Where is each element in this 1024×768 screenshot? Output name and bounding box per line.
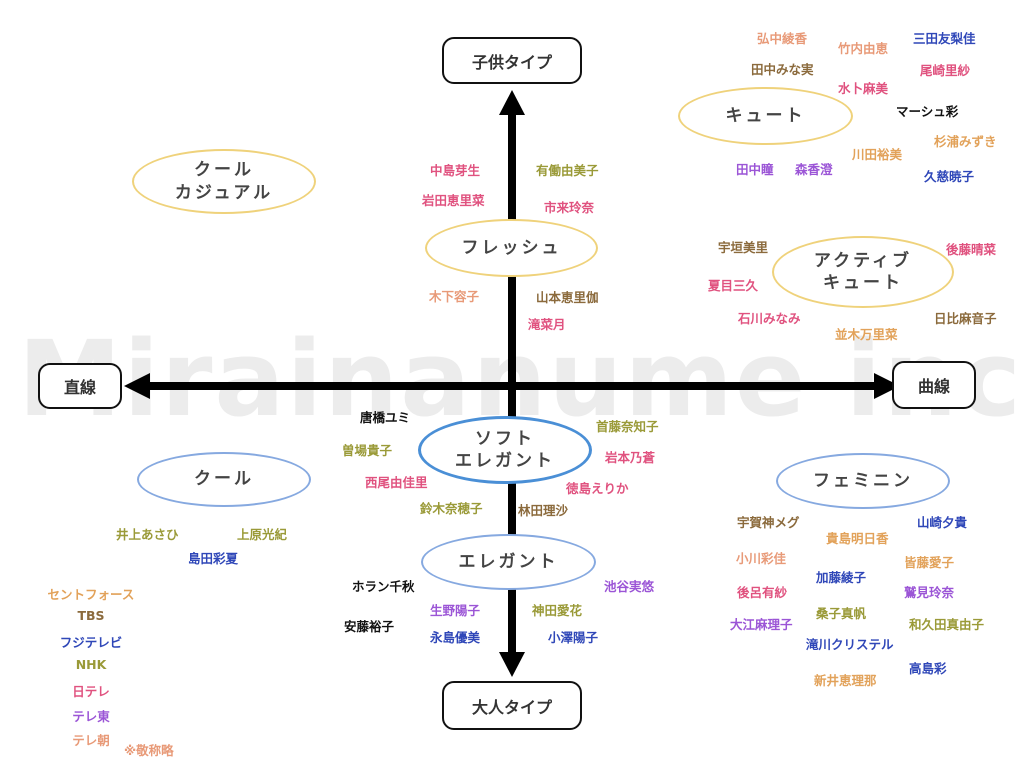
name-hayashida: 林田理沙 xyxy=(518,503,569,518)
type-cool-label: クール xyxy=(194,469,254,490)
name-arika: 有働由美子 xyxy=(536,163,599,178)
legend-nhk: NHK xyxy=(75,657,107,672)
type-elegant: エレガント xyxy=(421,534,596,590)
name-kinoshita: 木下容子 xyxy=(429,289,480,304)
axis-label-bottom: 大人タイプ xyxy=(442,681,582,730)
name-horan: ホラン千秋 xyxy=(352,579,415,594)
type-cool-casual: クール カジュアル xyxy=(132,149,316,214)
name-shono: 生野陽子 xyxy=(430,603,481,618)
name-uga: 宇賀神メグ xyxy=(737,515,800,530)
type-fresh: フレッシュ xyxy=(425,219,598,277)
type-elegant-label: エレガント xyxy=(458,551,559,572)
name-washimi: 鷲見玲奈 xyxy=(904,585,955,600)
type-soft-elegant: ソフト エレガント xyxy=(418,416,592,484)
legend-tbs: TBS xyxy=(77,608,105,623)
name-inoue: 井上あさひ xyxy=(116,527,179,542)
name-mito: 水卜麻美 xyxy=(838,81,889,96)
name-shimada: 島田彩夏 xyxy=(188,551,239,566)
name-yamamoto: 山本恵里伽 xyxy=(536,290,599,305)
axis-label-left: 直線 xyxy=(38,363,122,409)
name-goto: 後藤晴菜 xyxy=(946,242,997,257)
name-takina: 滝菜月 xyxy=(528,317,566,332)
name-tanakahitomi: 田中瞳 xyxy=(736,162,774,177)
name-mita: 三田友梨佳 xyxy=(913,31,976,46)
type-fresh-label: フレッシュ xyxy=(461,237,562,258)
legend-ntv: 日テレ xyxy=(72,684,110,699)
name-minafuji: 皆藤愛子 xyxy=(904,555,955,570)
name-ikeya: 池谷実悠 xyxy=(604,579,655,594)
name-ando: 安藤裕子 xyxy=(344,619,395,634)
type-cute: キュート xyxy=(678,87,853,145)
type-cool: クール xyxy=(137,452,311,507)
name-uehara: 上原光紀 xyxy=(237,527,288,542)
type-feminine-label: フェミニン xyxy=(813,470,913,491)
left-arrowhead xyxy=(124,373,150,399)
name-ozawa: 小澤陽子 xyxy=(548,630,599,645)
name-shuto: 首藤奈知子 xyxy=(596,419,659,434)
name-nakajima: 中島芽生 xyxy=(430,163,481,178)
name-kijima: 貴島明日香 xyxy=(826,531,889,546)
name-nishio: 西尾由佳里 xyxy=(365,475,428,490)
type-feminine: フェミニン xyxy=(776,453,950,509)
name-wakuda: 和久田真由子 xyxy=(909,617,985,632)
legend-fujitv: フジテレビ xyxy=(59,635,123,650)
name-ozaki: 尾崎里紗 xyxy=(920,63,971,78)
name-hironaka: 弘中綾香 xyxy=(757,31,808,46)
name-takigawa: 滝川クリステル xyxy=(806,637,894,652)
axis-label-top: 子供タイプ xyxy=(442,37,582,84)
name-takeuchi: 竹内由恵 xyxy=(838,41,889,56)
name-kato: 加藤綾子 xyxy=(816,570,867,585)
name-sugiura: 杉浦みずき xyxy=(934,134,997,149)
name-marsh: マーシュ彩 xyxy=(896,104,959,119)
legend-tvtokyo: テレ東 xyxy=(72,709,110,724)
name-tokushima: 徳島えりか xyxy=(566,481,629,496)
type-cute-label: キュート xyxy=(725,105,806,126)
name-tanakaminami: 田中みな実 xyxy=(751,62,814,77)
name-nagashima: 永島優美 xyxy=(430,630,481,645)
legend-tvasahi: テレ朝 xyxy=(72,733,110,748)
name-kuji: 久慈暁子 xyxy=(924,169,975,184)
name-iwamoto: 岩本乃蒼 xyxy=(605,450,656,465)
name-arai: 新井恵理那 xyxy=(814,673,877,688)
name-mori: 森香澄 xyxy=(795,162,833,177)
name-ugaki: 宇垣美里 xyxy=(718,240,769,255)
axis-label-right: 曲線 xyxy=(892,361,976,409)
name-ishikawa: 石川みなみ xyxy=(738,311,801,326)
name-kuwako: 桑子真帆 xyxy=(816,606,867,621)
name-natsume: 夏目三久 xyxy=(708,278,759,293)
name-takashima: 高島彩 xyxy=(909,661,947,676)
name-suzuki: 鈴木奈穂子 xyxy=(420,501,483,516)
name-ogawa: 小川彩佳 xyxy=(736,551,787,566)
type-cool-casual-label: クール カジュアル xyxy=(174,160,274,203)
down-arrowhead xyxy=(499,652,525,677)
legend-centforce: セントフォース xyxy=(47,587,135,602)
right-arrowhead xyxy=(874,373,900,399)
up-arrowhead xyxy=(499,90,525,115)
type-active-cute: アクティブ キュート xyxy=(772,236,954,308)
name-kanda: 神田愛花 xyxy=(532,603,583,618)
legend-note: ※敬称略 xyxy=(124,743,174,758)
name-karahashi: 唐橋ユミ xyxy=(360,410,411,425)
type-active-cute-label: アクティブ キュート xyxy=(813,250,913,293)
name-goro: 後呂有紗 xyxy=(737,585,788,600)
name-ichiki: 市来玲奈 xyxy=(544,200,595,215)
name-oe: 大江麻理子 xyxy=(730,617,793,632)
name-kawada: 川田裕美 xyxy=(852,147,903,162)
name-namiki: 並木万里菜 xyxy=(835,327,898,342)
name-sobaba: 曽場貴子 xyxy=(342,443,393,458)
name-iwata: 岩田恵里菜 xyxy=(422,193,485,208)
name-hibi: 日比麻音子 xyxy=(934,311,997,326)
name-yamasaki: 山崎夕貴 xyxy=(917,515,968,530)
type-soft-elegant-label: ソフト エレガント xyxy=(455,428,555,471)
